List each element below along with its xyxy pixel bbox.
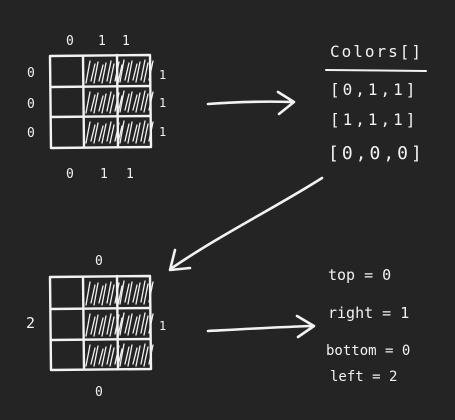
- bottom-grid-left-label: 2: [26, 314, 35, 332]
- colors-list: Colors[] [0,1,1] [1,1,1] [0,0,0]: [325, 42, 427, 164]
- colors-entry-2: [0,0,0]: [328, 143, 425, 164]
- bottom-col-label-1: 1: [100, 167, 108, 182]
- hatch-scribble: [119, 120, 154, 144]
- right-row-label-2: 1: [159, 125, 166, 139]
- arrow-grid-to-colors: [206, 90, 296, 116]
- hatch-scribble: [85, 344, 123, 367]
- left-row-label-0: 0: [27, 66, 35, 81]
- hatch-scribble: [119, 343, 154, 367]
- bottom-grid-bottom-label: 0: [95, 385, 103, 400]
- arrow-grid-to-result: [206, 314, 316, 339]
- hatch-scribble: [119, 90, 154, 113]
- colors-underline: [325, 69, 427, 72]
- result-bottom: bottom = 0: [326, 343, 410, 359]
- top-col-label-1: 1: [98, 34, 106, 49]
- colors-title: Colors[]: [330, 42, 423, 61]
- colors-entry-1: [1,1,1]: [330, 110, 418, 129]
- bottom-grid-hatching: [85, 280, 154, 367]
- bottom-grid-right-label: 1: [159, 319, 166, 333]
- top-grid: 0 1 1 0 1 1 0 0 0 1 1 1: [27, 34, 166, 182]
- result-left: left = 2: [330, 369, 397, 385]
- hatch-scribble: [119, 280, 154, 305]
- hatch-scribble: [119, 312, 154, 336]
- bottom-grid-top-label: 0: [95, 254, 103, 269]
- hatch-scribble: [85, 313, 123, 337]
- bottom-col-label-0: 0: [66, 167, 74, 182]
- top-col-label-0: 0: [66, 34, 74, 49]
- hatch-scribble: [85, 281, 123, 306]
- right-row-label-0: 1: [159, 68, 166, 82]
- right-row-label-1: 1: [159, 96, 166, 110]
- result-right: right = 1: [328, 304, 409, 322]
- result-top: top = 0: [328, 266, 391, 284]
- hatch-scribble: [85, 60, 123, 84]
- top-grid-hatching: [85, 59, 154, 144]
- arrow-colors-to-grid: [168, 176, 324, 272]
- bottom-col-label-2: 1: [126, 167, 134, 182]
- left-row-label-1: 0: [27, 97, 35, 112]
- bottom-grid: 0 2 1 0: [26, 254, 166, 400]
- hatch-scribble: [119, 59, 154, 83]
- colors-entry-0: [0,1,1]: [330, 80, 418, 99]
- left-row-label-2: 0: [27, 126, 35, 141]
- result-block: top = 0 right = 1 bottom = 0 left = 2: [326, 266, 410, 385]
- hatch-scribble: [85, 91, 123, 114]
- hatch-scribble: [85, 121, 123, 144]
- top-col-label-2: 1: [122, 34, 130, 49]
